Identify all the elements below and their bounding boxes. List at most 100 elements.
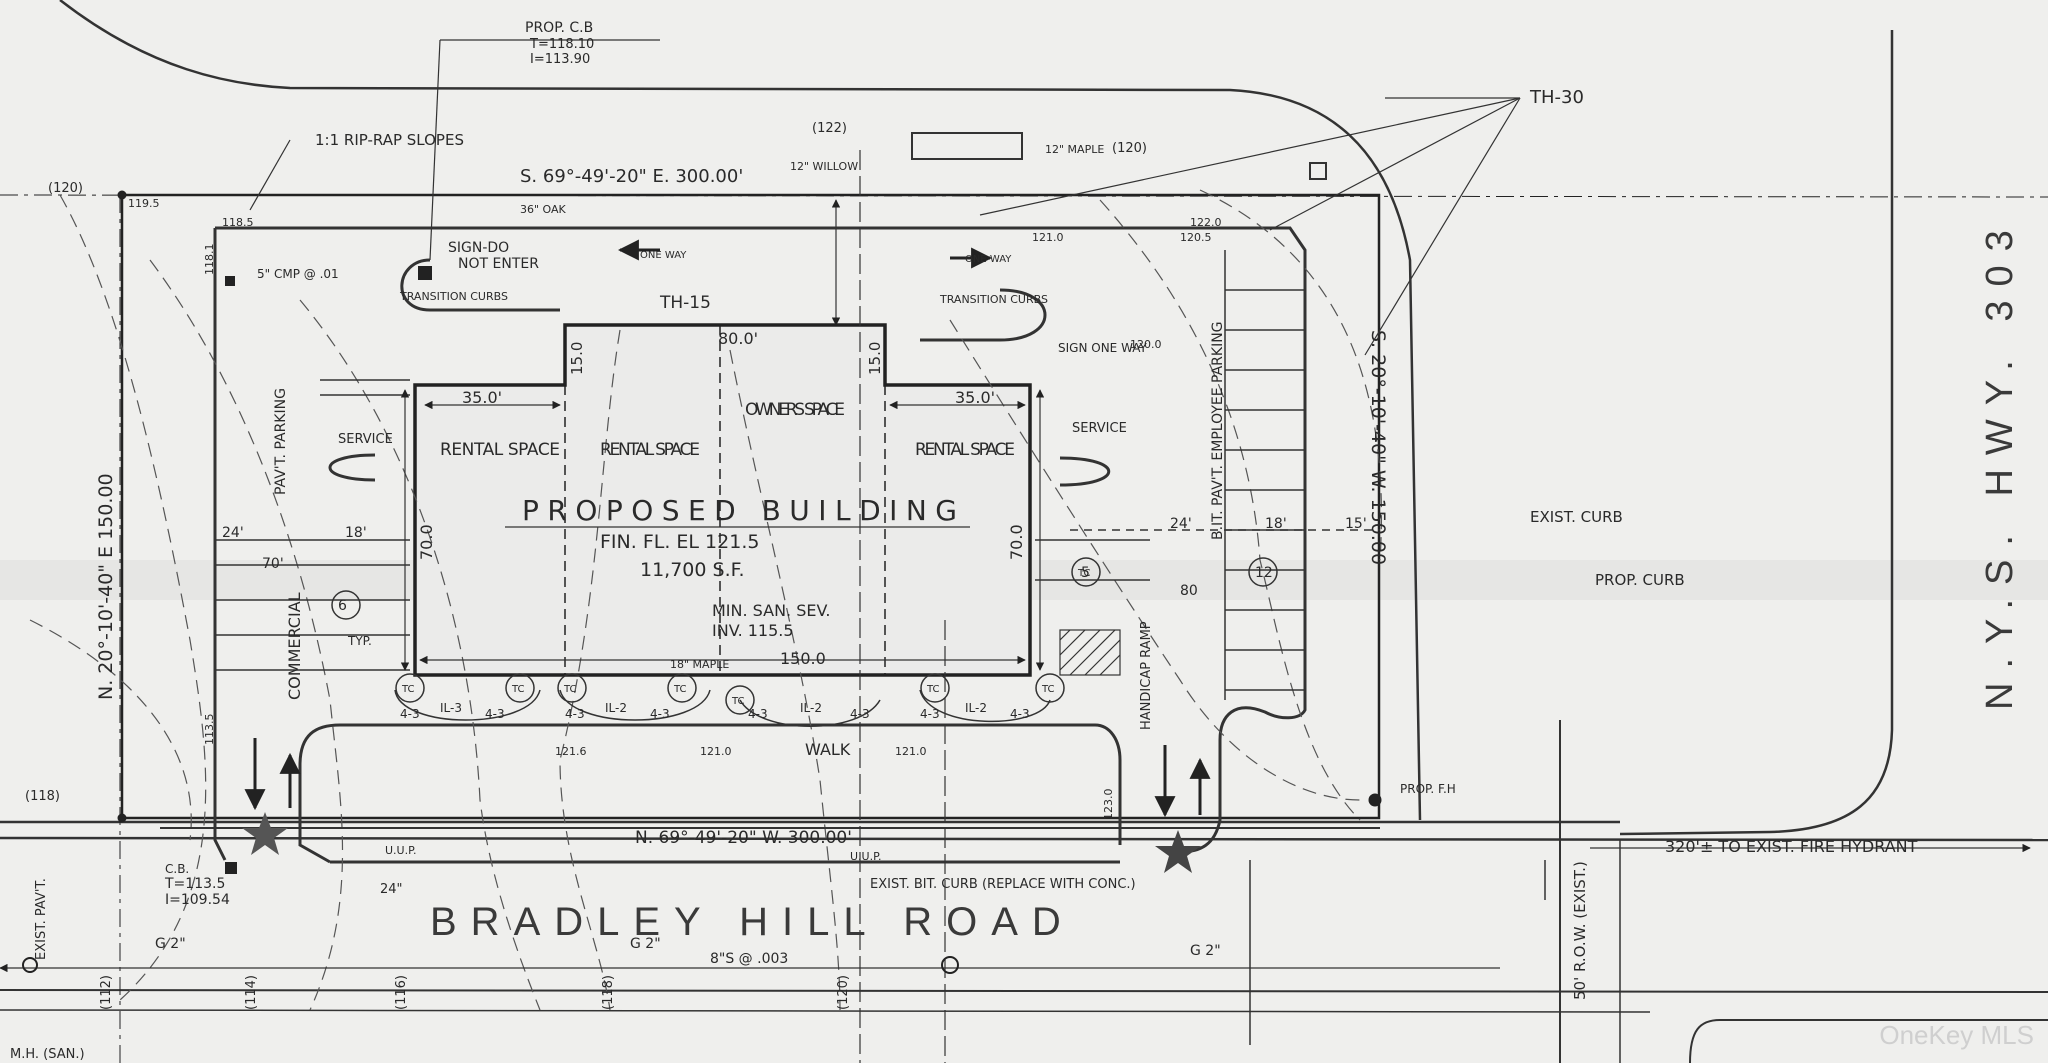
plant-tag: IL-3 (440, 701, 462, 715)
dim-label: 150.0 (780, 649, 826, 668)
exist-curb-label: EXIST. CURB (1530, 508, 1623, 526)
contour-label: (118) (25, 789, 60, 804)
th15-label: TH-15 (659, 293, 711, 313)
stall-count: 5 (1081, 565, 1090, 581)
spot-elevation: 118.1 (203, 244, 216, 276)
stall-count: 6 (338, 598, 347, 614)
prop-curb-label: PROP. CURB (1595, 571, 1685, 589)
dim-label: 70.0 (1007, 524, 1026, 560)
traffic-arrows (244, 239, 1211, 818)
tree-tag: TC (1077, 568, 1091, 579)
rental-space-label: RENTAL SPACE (915, 440, 1015, 460)
dim-label: 35.0' (462, 388, 502, 407)
transition-curbs-label: TRANSITION CURBS (399, 290, 508, 303)
spot-elevation: 121.0 (895, 745, 927, 758)
plant-tag: 4-3 (485, 707, 505, 721)
dim-label: 15.0 (866, 342, 884, 375)
handicap-ramp-label: HANDICAP RAMP (1139, 621, 1154, 730)
lane-dim: 80 (1180, 583, 1198, 599)
tree-label: 12" MAPLE (1045, 143, 1104, 156)
plant-tag: 4-3 (400, 707, 420, 721)
prop-cb-label: PROP. C.B (525, 20, 593, 36)
spot-elevation: 121.0 (1032, 231, 1064, 244)
proposed-building (413, 323, 1032, 677)
tree-tag: TC (511, 684, 525, 695)
highway-label: N.Y.S. HWY. 303 (1979, 216, 2021, 710)
prop-fh-label: PROP. F.H (1400, 782, 1456, 796)
cb-south-invert: I=109.54 (165, 892, 230, 908)
prop-cb-invert: I=113.90 (530, 52, 590, 67)
rental-space-label: RENTAL SPACE (600, 440, 700, 460)
gas-label: G 2" (1190, 943, 1221, 959)
dim-label: 35.0' (955, 388, 995, 407)
spot-elevation: 121.6 (555, 745, 587, 758)
walk-label: WALK (805, 740, 851, 759)
sewer-main-label: 8"S @ .003 (710, 951, 788, 967)
gas-label: G 2" (155, 936, 186, 952)
handicap-ramp-hatch (1059, 629, 1121, 676)
rental-space-label: RENTAL SPACE (440, 440, 560, 460)
dim-label: 80.0' (718, 329, 758, 348)
plant-tag: IL-2 (800, 701, 822, 715)
west-bearing: N. 20°-10'-40" E 150.00 (95, 473, 117, 700)
employee-parking-label: B.IT. PAV'T. EMPLOYEE PARKING (1210, 321, 1226, 540)
lane-dim: 24' (1170, 516, 1192, 532)
lane-dim: 24" (380, 882, 403, 897)
cb-south-top: T=113.5 (164, 876, 225, 892)
lane-dim: 70' (262, 556, 284, 572)
plant-tag: 4-3 (1010, 707, 1030, 721)
stall-count: 12 (1255, 565, 1273, 581)
service-label: SERVICE (338, 432, 393, 447)
lane-dim: 18' (345, 525, 367, 541)
north-bearing: S. 69°-49'-20" E. 300.00' (520, 166, 743, 187)
annotation-labels: PROP. C.B T=118.10 I=113.90 1:1 RIP-RAP … (10, 20, 1918, 1062)
watermark: OneKey MLS (1879, 1020, 2034, 1050)
star-marker (1155, 830, 1201, 873)
utility-pole-label: U.U.P. (385, 844, 417, 857)
prop-cb-top: T=118.10 (529, 37, 594, 52)
gas-label: G 2" (630, 936, 661, 952)
plant-tag: 4-3 (850, 707, 870, 721)
bearing-labels: S. 69°-49'-20" E. 300.00' N. 69°-49'-20"… (95, 166, 1389, 848)
cb-south-label: C.B. (165, 862, 189, 876)
exist-bit-curb-note: EXIST. BIT. CURB (REPLACE WITH CONC.) (870, 877, 1136, 892)
tree-tag: TC (731, 696, 745, 707)
planting-circles (331, 557, 1278, 727)
plant-tag: IL-2 (965, 701, 987, 715)
plant-tag: IL-2 (605, 701, 627, 715)
lane-dim: 24' (222, 525, 244, 541)
sewer-note-invert: INV. 115.5 (712, 621, 794, 640)
sewer-note: MIN. SAN. SEV. (712, 601, 830, 620)
spot-elevation: 118.5 (222, 216, 254, 229)
tree-label: 18" MAPLE (670, 658, 729, 671)
plant-tag: 4-3 (920, 707, 940, 721)
dimension-lines (0, 39, 2031, 1063)
row-label: 50' R.O.W. (EXIST.) (1571, 861, 1589, 1000)
contour-label: (116) (394, 975, 409, 1010)
road-name: BRADLEY HILL ROAD (430, 900, 1075, 944)
pavt-parking-label: PAV'T. PARKING (273, 388, 289, 495)
owners-space-label: OWNERS SPACE (745, 400, 845, 420)
tree-tag: TC (673, 684, 687, 695)
utility-markers (22, 132, 1327, 974)
spot-elevation: 121.0 (700, 745, 732, 758)
spot-elevation: 122.0 (1190, 216, 1222, 229)
lane-dim: 18' (1265, 516, 1287, 532)
south-bearing: N. 69°-49'-20" W. 300.00' (635, 828, 852, 848)
typ-label: TYP. (347, 634, 372, 648)
tree-tag: TC (1041, 684, 1055, 695)
spot-elevation: 123.0 (1102, 789, 1115, 821)
contour-label: (120) (1112, 141, 1147, 156)
dim-label: 15.0 (568, 342, 586, 375)
contour-label: (120) (836, 975, 851, 1010)
east-bearing: S. 20°-10'-40" W. 150.00 (1367, 330, 1389, 565)
pipe-label: 5" CMP @ .01 (257, 267, 339, 281)
mh-label: M.H. (SAN.) (10, 1047, 85, 1062)
sign-one-way-label: SIGN ONE WAY (1058, 341, 1148, 355)
building-area: 11,700 S.F. (640, 559, 745, 581)
tree-tag: TC (401, 684, 415, 695)
commercial-label: COMMERCIAL (285, 592, 304, 700)
building-labels: RENTAL SPACE RENTAL SPACE OWNERS SPACE R… (417, 329, 1026, 668)
